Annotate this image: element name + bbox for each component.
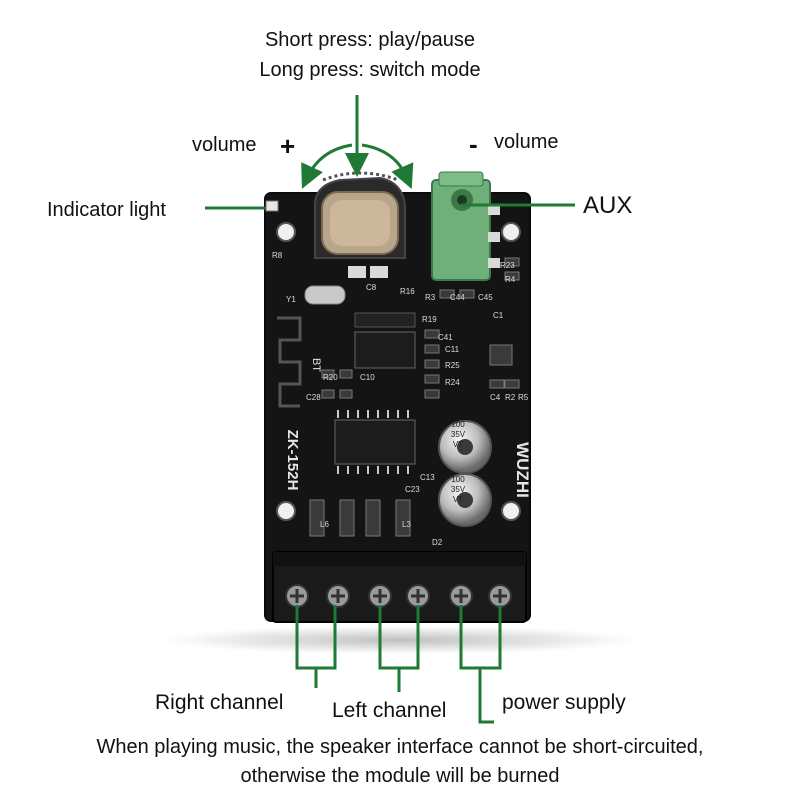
silkscreen-label: R8	[272, 251, 283, 260]
screw-terminal-block	[272, 551, 527, 623]
volume-down-label: volume	[494, 131, 559, 153]
chip-pins	[337, 410, 409, 474]
minus-sign: -	[469, 129, 478, 159]
cap-top-line1: 100	[451, 420, 465, 429]
terminal-screw-2	[326, 584, 350, 608]
right-channel-label: Right channel	[155, 691, 284, 714]
mounting-hole-tr	[501, 222, 521, 242]
button-instruction-line1: Short press: play/pause	[264, 29, 476, 51]
capacitor-bottom	[438, 473, 492, 527]
left-channel-label: Left channel	[332, 699, 447, 722]
silkscreen-label: C45	[478, 293, 493, 302]
button-instruction-line2: Long press: switch mode	[259, 59, 481, 81]
silkscreen-label: C13	[420, 473, 435, 482]
silkscreen-label: L3	[402, 520, 411, 529]
silkscreen-label: R25	[445, 361, 460, 370]
silkscreen-label: R20	[323, 373, 338, 382]
silkscreen-label: C8	[366, 283, 377, 292]
silkscreen-label: C41	[438, 333, 453, 342]
volume-up-label: volume	[192, 134, 257, 156]
cap-bottom-line2: 35V	[451, 485, 466, 494]
cap-top-line2: 35V	[451, 430, 466, 439]
cap-top-line3: VT	[453, 440, 463, 449]
chip-row-top	[354, 312, 416, 328]
power-supply-label: power supply	[502, 691, 626, 714]
silkscreen-label: C44	[450, 293, 465, 302]
terminal-screw-3	[368, 584, 392, 608]
silkscreen-label: D2	[432, 538, 443, 547]
silkscreen-label: C10	[360, 373, 375, 382]
silkscreen: WUZHI ZK-152H BT 100 35V VT 100 35V VT R…	[272, 251, 532, 547]
plus-sign: +	[280, 131, 296, 161]
aux-jack	[431, 171, 500, 281]
terminal-screw-5	[449, 584, 473, 608]
rotate-left-arrow-icon	[301, 143, 353, 189]
warning-line2: otherwise the module will be burned	[240, 765, 560, 787]
mounting-hole-bl	[276, 501, 296, 521]
silkscreen-label: C4	[490, 393, 501, 402]
bt-text: BT	[310, 358, 322, 372]
silkscreen-label: R2	[505, 393, 516, 402]
capacitor-top	[438, 420, 492, 474]
silkscreen-label: C11	[445, 345, 460, 354]
silkscreen-label: R19	[422, 315, 437, 324]
model-text: ZK-152H	[284, 430, 301, 491]
amplifier-chip	[334, 419, 416, 465]
aux-label: AUX	[583, 192, 633, 219]
silkscreen-label: R5	[518, 393, 529, 402]
silkscreen-label: L6	[320, 520, 329, 529]
indicator-led	[265, 200, 279, 212]
bluetooth-chip	[354, 331, 416, 369]
silkscreen-label: R16	[400, 287, 415, 296]
mounting-hole-tl	[276, 222, 296, 242]
callouts	[205, 95, 575, 724]
terminal-screw-1	[285, 584, 309, 608]
warning-line1: When playing music, the speaker interfac…	[96, 736, 704, 758]
silkscreen-label: R23	[500, 261, 515, 270]
silkscreen-label: R3	[425, 293, 436, 302]
terminal-screw-6	[488, 584, 512, 608]
brand-text: WUZHI	[513, 442, 532, 498]
rotate-right-arrow-icon	[361, 143, 414, 190]
bt-antenna	[277, 316, 302, 408]
silkscreen-label: C1	[493, 311, 504, 320]
cap-bottom-line3: VT	[453, 495, 463, 504]
board-shadow	[160, 626, 640, 654]
silkscreen-label: R24	[445, 378, 460, 387]
terminal-screw-4	[406, 584, 430, 608]
stem-power-supply	[478, 668, 494, 724]
silkscreen-label: C28	[306, 393, 321, 402]
silkscreen-label: C23	[405, 485, 420, 494]
terminal-screws	[285, 584, 512, 608]
indicator-light-label: Indicator light	[47, 199, 166, 221]
cap-bottom-line1: 100	[451, 475, 465, 484]
silkscreen-label: R4	[505, 275, 516, 284]
mounting-hole-br	[501, 501, 521, 521]
smd-components	[309, 257, 520, 537]
crystal	[304, 285, 346, 305]
silkscreen-label: Y1	[286, 295, 296, 304]
